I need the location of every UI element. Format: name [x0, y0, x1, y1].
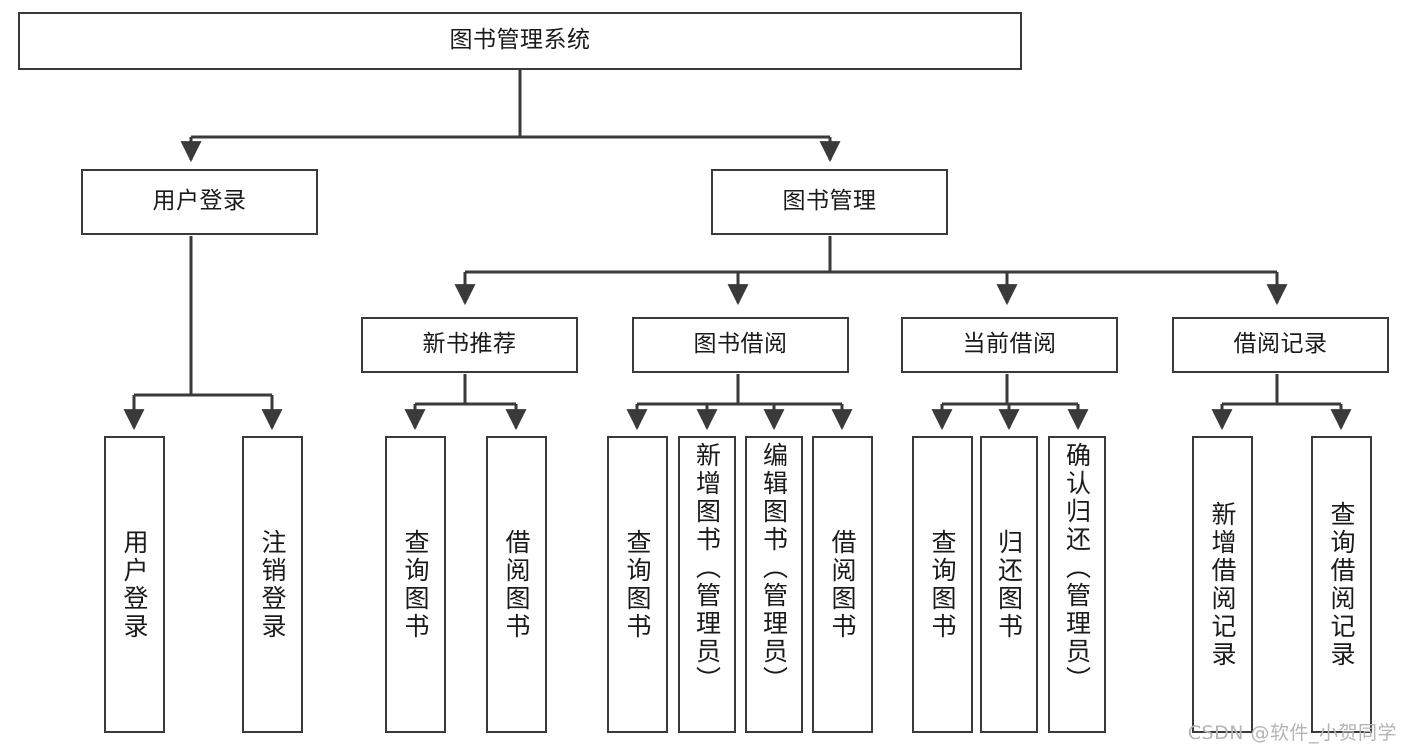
- leaf-add-book[interactable]: 新增图书（管理员）: [678, 436, 736, 733]
- leaf-query-book-3-label: 查询图书: [928, 528, 957, 641]
- leaf-query-book-3[interactable]: 查询图书: [912, 436, 973, 733]
- leaf-borrow-book-2-label: 借阅图书: [828, 528, 857, 641]
- leaf-confirm-return[interactable]: 确认归还（管理员）: [1048, 436, 1106, 733]
- leaf-logout-login-label: 注销登录: [258, 528, 287, 641]
- leaf-return-book[interactable]: 归还图书: [980, 436, 1038, 733]
- node-new-book-recommend[interactable]: 新书推荐: [361, 317, 578, 373]
- node-book-management[interactable]: 图书管理: [711, 169, 948, 235]
- leaf-user-login[interactable]: 用户登录: [104, 436, 165, 733]
- node-book-management-label: 图书管理: [782, 188, 877, 215]
- leaf-borrow-book-2[interactable]: 借阅图书: [812, 436, 873, 733]
- node-new-book-recommend-label: 新书推荐: [422, 331, 517, 358]
- node-root-label: 图书管理系统: [449, 27, 591, 54]
- node-root[interactable]: 图书管理系统: [18, 12, 1022, 70]
- leaf-add-record[interactable]: 新增借阅记录: [1192, 436, 1253, 733]
- node-user-login-label: 用户登录: [152, 188, 247, 215]
- leaf-query-book-2-label: 查询图书: [623, 528, 652, 641]
- leaf-edit-book-label: 编辑图书（管理员）: [759, 442, 789, 694]
- node-current-borrow-label: 当前借阅: [962, 331, 1057, 358]
- csdn-watermark: CSDN @软件_小贺同学: [1187, 722, 1397, 744]
- node-book-borrow-label: 图书借阅: [693, 331, 788, 358]
- node-borrow-record-label: 借阅记录: [1233, 331, 1328, 358]
- leaf-query-book-2[interactable]: 查询图书: [607, 436, 668, 733]
- leaf-query-book-1[interactable]: 查询图书: [385, 436, 446, 733]
- node-borrow-record[interactable]: 借阅记录: [1172, 317, 1389, 373]
- leaf-confirm-return-label: 确认归还（管理员）: [1062, 442, 1092, 694]
- leaf-query-book-1-label: 查询图书: [401, 528, 430, 641]
- node-user-login[interactable]: 用户登录: [81, 169, 318, 235]
- leaf-add-record-label: 新增借阅记录: [1208, 500, 1237, 669]
- leaf-add-book-label: 新增图书（管理员）: [692, 442, 722, 694]
- node-current-borrow[interactable]: 当前借阅: [901, 317, 1118, 373]
- leaf-user-login-label: 用户登录: [120, 528, 149, 641]
- leaf-query-record[interactable]: 查询借阅记录: [1311, 436, 1372, 733]
- leaf-return-book-label: 归还图书: [994, 528, 1024, 641]
- leaf-borrow-book-1-label: 借阅图书: [502, 528, 531, 641]
- leaf-edit-book[interactable]: 编辑图书（管理员）: [745, 436, 803, 733]
- node-book-borrow[interactable]: 图书借阅: [632, 317, 849, 373]
- leaf-logout-login[interactable]: 注销登录: [242, 436, 303, 733]
- leaf-borrow-book-1[interactable]: 借阅图书: [486, 436, 547, 733]
- leaf-query-record-label: 查询借阅记录: [1327, 500, 1356, 669]
